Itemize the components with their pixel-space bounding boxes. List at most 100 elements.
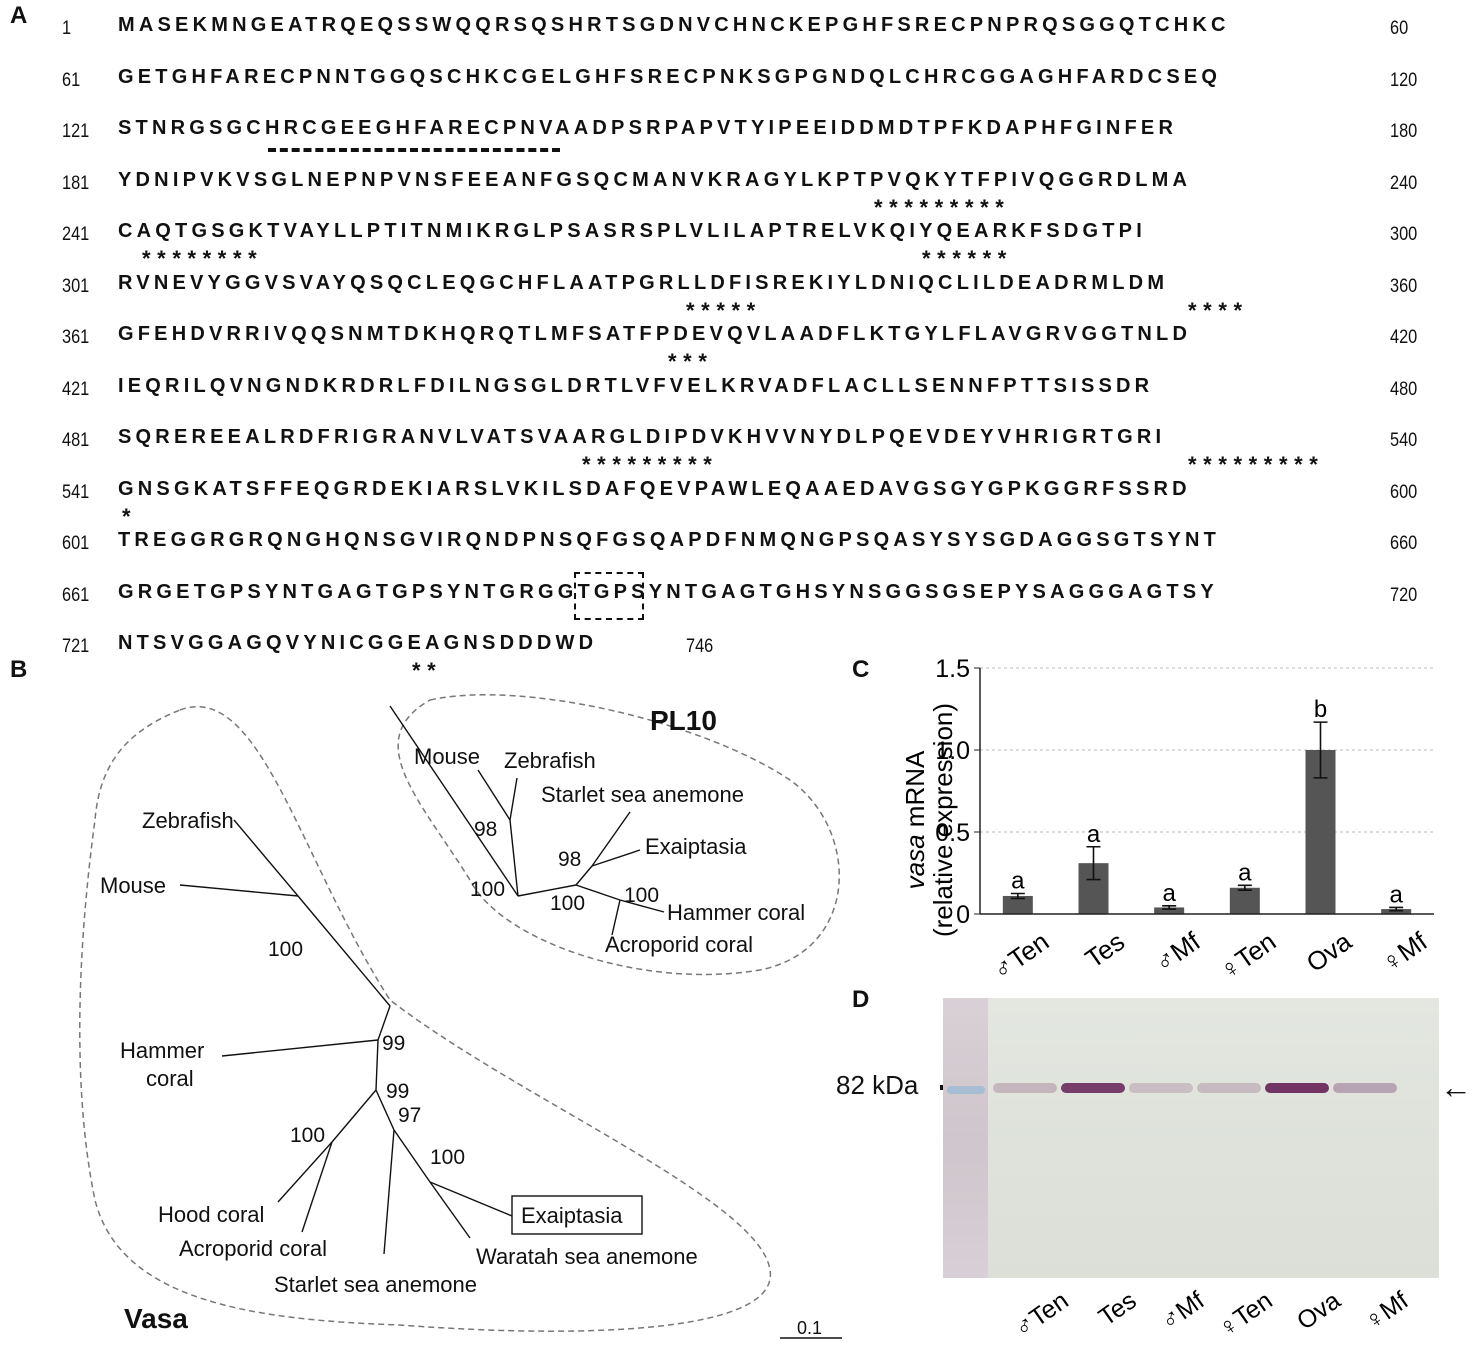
taxon-vasa-waratah: Waratah sea anemone [476, 1244, 698, 1269]
sequence-end-position: 240 [1390, 172, 1418, 194]
protein-band [1061, 1083, 1125, 1093]
vasa-group-outline [79, 706, 771, 1332]
western-blot-membrane [943, 998, 1439, 1278]
sequence-row: 421 IEQRILQVNGNDKRDRLFDILNGSGLDRTLVFVELKR… [0, 375, 1476, 405]
sequence-start-position: 481 [62, 430, 90, 451]
motif-asterisks: ********* [582, 452, 719, 477]
sequence-start-position: 61 [62, 69, 81, 91]
x-tick-label: ♂Mf [1149, 926, 1206, 979]
pl10-group-outline [397, 694, 840, 976]
sequence-row: 241 CAQTGSGKTVAYLLPTITNMIKRGLPSASRSPLVLIL… [0, 220, 1476, 250]
sequence-residues: IEQRILQVNGNDKRDRLFDILNGSGLDRTLVFVELKRVAD… [118, 374, 1154, 397]
protein-band [993, 1083, 1057, 1093]
sequence-residues: GETGHFARECPNNTGGQSCHKCGELGHFSRECPNKSGPGN… [118, 65, 1222, 88]
motif-asterisks: *** [668, 349, 714, 374]
sequence-residues: GFEHDVRRIVQQSNMTDKHQRQTLMFSATFPDEVQVLAAD… [118, 323, 1192, 345]
exaiptasia-highlight-box [511, 1195, 643, 1235]
bootstrap-100-pl10-coral: 100 [624, 884, 659, 907]
bar [1002, 895, 1033, 914]
sequence-residues: STNRGSGCHRCGEEGHFARECPNVAADPSRPAPVTYIPEE… [118, 117, 1178, 139]
significance-letter: a [1087, 821, 1101, 848]
sequence-end-position: 540 [1390, 430, 1418, 451]
x-tick-label: Ova [1301, 926, 1358, 978]
taxon-vasa-exaiptasia: Exaiptasia [521, 1203, 623, 1228]
bootstrap-100-anemones: 100 [430, 1146, 465, 1169]
lane-label: ♂Ten [1009, 1286, 1073, 1343]
sequence-end-position: 300 [1390, 224, 1418, 245]
sequence-residues: GRGETGPSYNTGAGTGPSYNTGRGGTGPSYNTGAGTGHSY… [118, 580, 1218, 603]
bootstrap-99-b: 99 [386, 1080, 409, 1103]
taxon-vasa-zebrafish: Zebrafish [142, 808, 234, 833]
lane-label: ♀Ten [1213, 1286, 1277, 1343]
taxon-pl10-zebrafish: Zebrafish [504, 748, 596, 773]
x-tick-label: Tes [1080, 926, 1130, 974]
protein-band [1265, 1083, 1329, 1093]
zinc-knuckle-underline [268, 148, 560, 152]
sequence-start-position: 721 [62, 636, 90, 657]
sequence-end-position: 360 [1390, 275, 1418, 297]
sequence-end-position: 660 [1390, 533, 1418, 554]
sequence-start-position: 181 [62, 172, 90, 194]
motif-asterisks: ****** [922, 246, 1013, 271]
bar [1381, 909, 1412, 914]
sequence-residues: MASEKMNGEATRQEQSSWQQRSQSHRTSGDNVCHNCKEPG… [118, 14, 1230, 36]
x-tick-label: ♀Mf [1376, 926, 1433, 979]
bootstrap-100-corals: 100 [290, 1124, 325, 1147]
bootstrap-100-pl10: 100 [470, 878, 505, 901]
sequence-end-position: 480 [1390, 378, 1418, 400]
x-tick-label: ♀Ten [1214, 926, 1282, 986]
sequence-row: 61 GETGHFARECPNNTGGQSCHKCGELGHFSRECPNKSGP… [0, 66, 1476, 96]
sequence-residues: CAQTGSGKTVAYLLPTITNMIKRGLPSASRSPLVLILAPT… [118, 220, 1146, 242]
panel-label-c: C [852, 656, 870, 683]
sequence-residues: TREGGRGRQNGHQNSGVIRQNDPNSQFGSQAPDFNMQNGP… [118, 529, 1221, 551]
bootstrap-98-mid: 98 [558, 848, 581, 871]
error-bar [1313, 721, 1328, 779]
sequence-start-position: 421 [62, 378, 90, 400]
y-axis-title: vasa mRNA [900, 750, 930, 889]
motif-asterisks: ** [412, 658, 443, 683]
sequence-end-position: 60 [1390, 18, 1409, 39]
motif-asterisks: ***** [686, 297, 762, 323]
taxon-pl10-starlet: Starlet sea anemone [541, 782, 744, 807]
sequence-residues: YDNIPVKVSGLNEPNPVNSFEEANFGSQCMANVKRAGYLK… [118, 168, 1192, 191]
taxon-pl10-hammer: Hammer coral [667, 900, 805, 925]
bootstrap-97: 97 [398, 1104, 421, 1127]
taxon-pl10-acroporid: Acroporid coral [605, 932, 753, 957]
motif-asterisks: * [122, 503, 138, 529]
motif-asterisks: ********* [874, 194, 1011, 220]
sequence-start-position: 661 [62, 584, 90, 606]
sequence-residues: GNSGKATSFFEQGRDEKIARSLVKILSDAFQEVPAWLEQA… [118, 477, 1191, 500]
y-tick-labels: 00.51.01.5 [935, 655, 980, 929]
significance-letter: a [1389, 881, 1403, 908]
x-tick-label: ♂Ten [987, 926, 1055, 986]
scale-bar-label: 0.1 [797, 1318, 822, 1338]
chart-grid [980, 667, 1434, 833]
bootstrap-100-vasa-vert: 100 [268, 938, 303, 961]
motif-asterisks: **** [1188, 297, 1249, 323]
protein-band [1197, 1083, 1261, 1093]
y-tick-label: 1.0 [935, 737, 970, 765]
sequence-residues: RVNEVYGGVSVAYQSQCLEQGCHFLAATPGRLLDFISREK… [118, 271, 1169, 294]
sequence-end-position: 600 [1390, 481, 1418, 503]
panel-label-a: A [10, 2, 28, 29]
error-bar [1010, 892, 1025, 900]
taxon-vasa-hammer-2: coral [146, 1066, 194, 1091]
significance-letter: a [1162, 880, 1176, 907]
y-tick-label: 0 [956, 901, 970, 929]
taxon-pl10-exaiptasia: Exaiptasia [645, 834, 747, 859]
panel-label-d: D [852, 986, 870, 1013]
lane-label: ♂Mf [1155, 1286, 1209, 1336]
sequence-start-position: 301 [62, 275, 90, 297]
sequence-start-position: 241 [62, 224, 90, 245]
bootstrap-98-top: 98 [474, 818, 497, 841]
error-bar [1237, 884, 1252, 892]
